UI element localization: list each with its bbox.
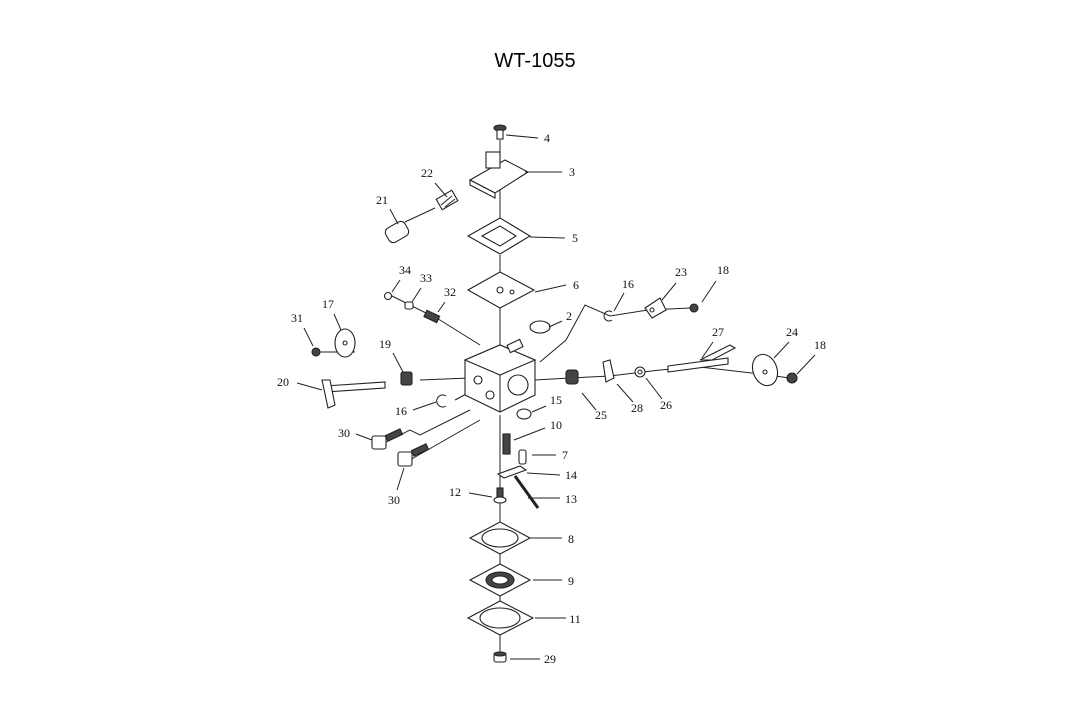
callout-18-right: 18 bbox=[814, 338, 826, 352]
part-34-ball bbox=[383, 291, 393, 301]
part-12-screw bbox=[493, 487, 507, 504]
part-20-shaft bbox=[321, 379, 386, 409]
callout-5: 5 bbox=[572, 231, 578, 245]
callout-27: 27 bbox=[712, 325, 724, 339]
part-29-screw bbox=[493, 651, 507, 663]
part-11-cover bbox=[466, 600, 535, 636]
callout-33: 33 bbox=[420, 271, 432, 285]
callout-10: 10 bbox=[550, 418, 562, 432]
part-23-lever bbox=[644, 297, 667, 319]
part-33-pin bbox=[404, 301, 414, 310]
callout-7: 7 bbox=[562, 448, 568, 462]
part-7-needle bbox=[518, 449, 527, 465]
part-6-gasket bbox=[466, 271, 536, 309]
part-9-diaphragm bbox=[468, 563, 532, 597]
callout-30-b: 30 bbox=[388, 493, 400, 507]
part-18-screw-right bbox=[786, 372, 798, 384]
part-10-spring bbox=[502, 433, 511, 455]
callout-34: 34 bbox=[399, 263, 411, 277]
part-8-gasket bbox=[468, 521, 532, 555]
callout-22: 22 bbox=[421, 166, 433, 180]
part-16-clip-right bbox=[603, 310, 613, 322]
part-4-screw bbox=[493, 124, 507, 140]
callout-23: 23 bbox=[675, 265, 687, 279]
callout-28: 28 bbox=[631, 401, 643, 415]
callout-17: 17 bbox=[322, 297, 334, 311]
callout-29: 29 bbox=[544, 652, 556, 666]
callout-3: 3 bbox=[569, 165, 575, 179]
part-27-shaft bbox=[667, 344, 737, 373]
callout-25: 25 bbox=[595, 408, 607, 422]
callout-26: 26 bbox=[660, 398, 672, 412]
callout-14: 14 bbox=[565, 468, 577, 482]
part-30-needle-b bbox=[397, 443, 430, 467]
part-body bbox=[463, 338, 537, 413]
callout-9: 9 bbox=[568, 574, 574, 588]
part-13-pin bbox=[513, 475, 540, 509]
part-30-needle-a bbox=[371, 428, 404, 450]
part-16-clip-left bbox=[436, 394, 447, 408]
callout-32: 32 bbox=[444, 285, 456, 299]
part-21-adjuster bbox=[384, 207, 436, 244]
part-28-lever bbox=[602, 359, 615, 383]
part-25-spring bbox=[565, 369, 579, 385]
callout-20: 20 bbox=[277, 375, 289, 389]
part-26-washer bbox=[634, 366, 646, 378]
part-3-cover bbox=[468, 151, 530, 199]
part-31-screw bbox=[311, 347, 321, 357]
callout-2: 2 bbox=[566, 309, 572, 323]
callout-4: 4 bbox=[544, 131, 550, 145]
part-22-spring bbox=[435, 189, 459, 211]
part-15-plug bbox=[516, 408, 532, 420]
callout-30-a: 30 bbox=[338, 426, 350, 440]
part-32-spring bbox=[423, 309, 441, 324]
leader-lines bbox=[296, 134, 816, 660]
callout-15: 15 bbox=[550, 393, 562, 407]
part-17-disc bbox=[334, 328, 356, 358]
part-14-lever bbox=[496, 465, 528, 479]
callout-31: 31 bbox=[291, 311, 303, 325]
callout-11: 11 bbox=[569, 612, 581, 626]
callout-18-top: 18 bbox=[717, 263, 729, 277]
callout-19: 19 bbox=[379, 337, 391, 351]
part-19-spring bbox=[400, 371, 413, 386]
callout-6: 6 bbox=[573, 278, 579, 292]
callout-8: 8 bbox=[568, 532, 574, 546]
part-18-screw-top bbox=[689, 303, 699, 313]
callout-16-left: 16 bbox=[395, 404, 407, 418]
callout-labels: 4 3 22 21 5 6 34 33 32 16 23 18 2 17 31 … bbox=[277, 131, 826, 666]
callout-12: 12 bbox=[449, 485, 461, 499]
part-5-diaphragm bbox=[466, 217, 532, 255]
callout-24: 24 bbox=[786, 325, 798, 339]
part-2-plug bbox=[529, 320, 551, 334]
part-24-disc bbox=[751, 353, 779, 387]
diagram-title: WT-1055 bbox=[494, 50, 575, 72]
callout-13: 13 bbox=[565, 492, 577, 506]
callout-21: 21 bbox=[376, 193, 388, 207]
callout-16-top: 16 bbox=[622, 277, 634, 291]
